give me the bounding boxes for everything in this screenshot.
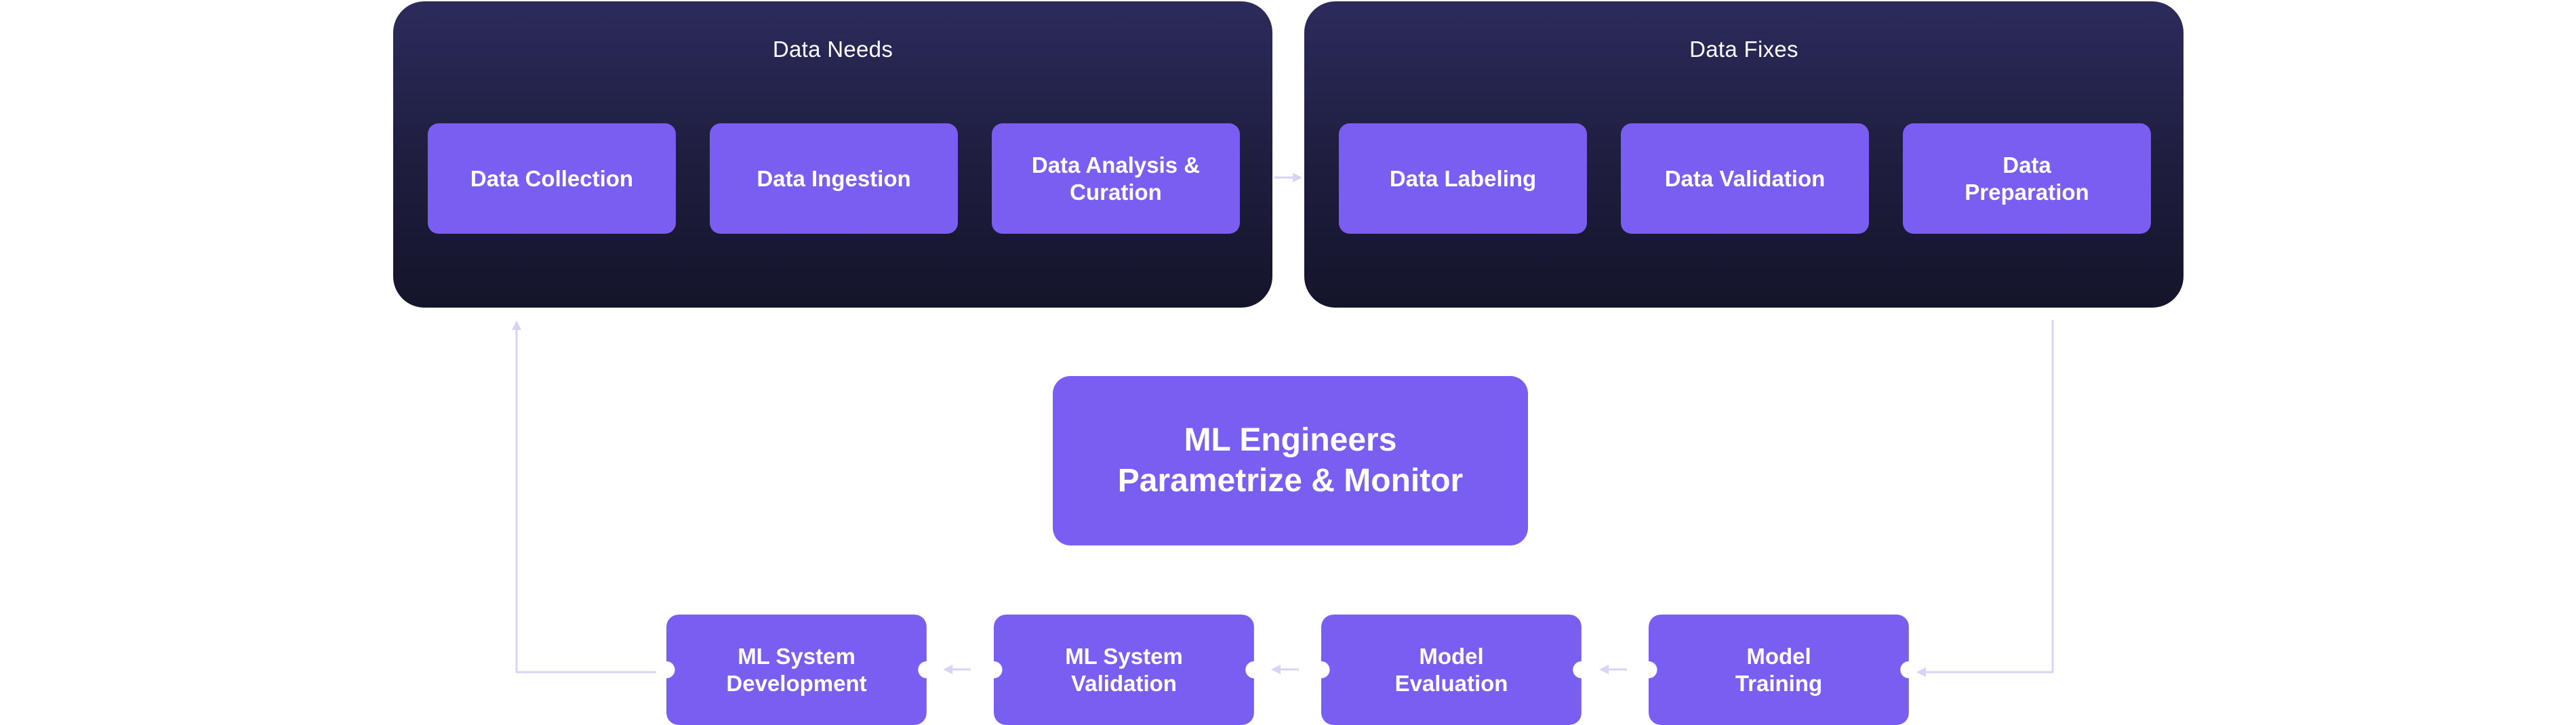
ml-engineers-subtitle: Parametrize & Monitor <box>1117 463 1464 499</box>
data-ingestion-label: Data Ingestion <box>757 165 911 191</box>
model-evaluation-box: Model Evaluation <box>1321 615 1582 725</box>
data-preparation-box: Data Preparation <box>1903 123 2151 234</box>
data-needs-title: Data Needs <box>772 37 893 62</box>
ml-system-validation-label: ML System Validation <box>1065 643 1183 696</box>
connector-development-to-needs <box>512 320 656 674</box>
data-collection-box: Data Collection <box>428 123 676 234</box>
data-analysis-label: Data Analysis & Curation <box>1031 152 1201 205</box>
ml-system-validation-box: ML System Validation <box>994 615 1254 725</box>
connector-fixes-to-training <box>1916 320 2054 677</box>
data-validation-label: Data Validation <box>1664 165 1826 191</box>
data-validation-box: Data Validation <box>1621 123 1869 234</box>
data-labeling-label: Data Labeling <box>1389 165 1537 191</box>
model-evaluation-label: Model Evaluation <box>1394 643 1508 696</box>
model-training-label: Model Training <box>1735 643 1823 696</box>
data-ingestion-box: Data Ingestion <box>710 123 958 234</box>
ml-system-development-label: ML System Development <box>726 643 867 696</box>
data-preparation-label: Data Preparation <box>1965 152 2089 205</box>
data-labeling-box: Data Labeling <box>1339 123 1587 234</box>
ml-engineers-box: ML Engineers Parametrize & Monitor <box>1053 376 1528 545</box>
data-fixes-title: Data Fixes <box>1689 37 1798 62</box>
data-collection-label: Data Collection <box>470 165 634 191</box>
model-training-box: Model Training <box>1649 615 1909 725</box>
data-analysis-box: Data Analysis & Curation <box>992 123 1240 234</box>
ml-engineers-title: ML Engineers <box>1184 422 1397 458</box>
ml-system-development-box: ML System Development <box>666 615 927 725</box>
